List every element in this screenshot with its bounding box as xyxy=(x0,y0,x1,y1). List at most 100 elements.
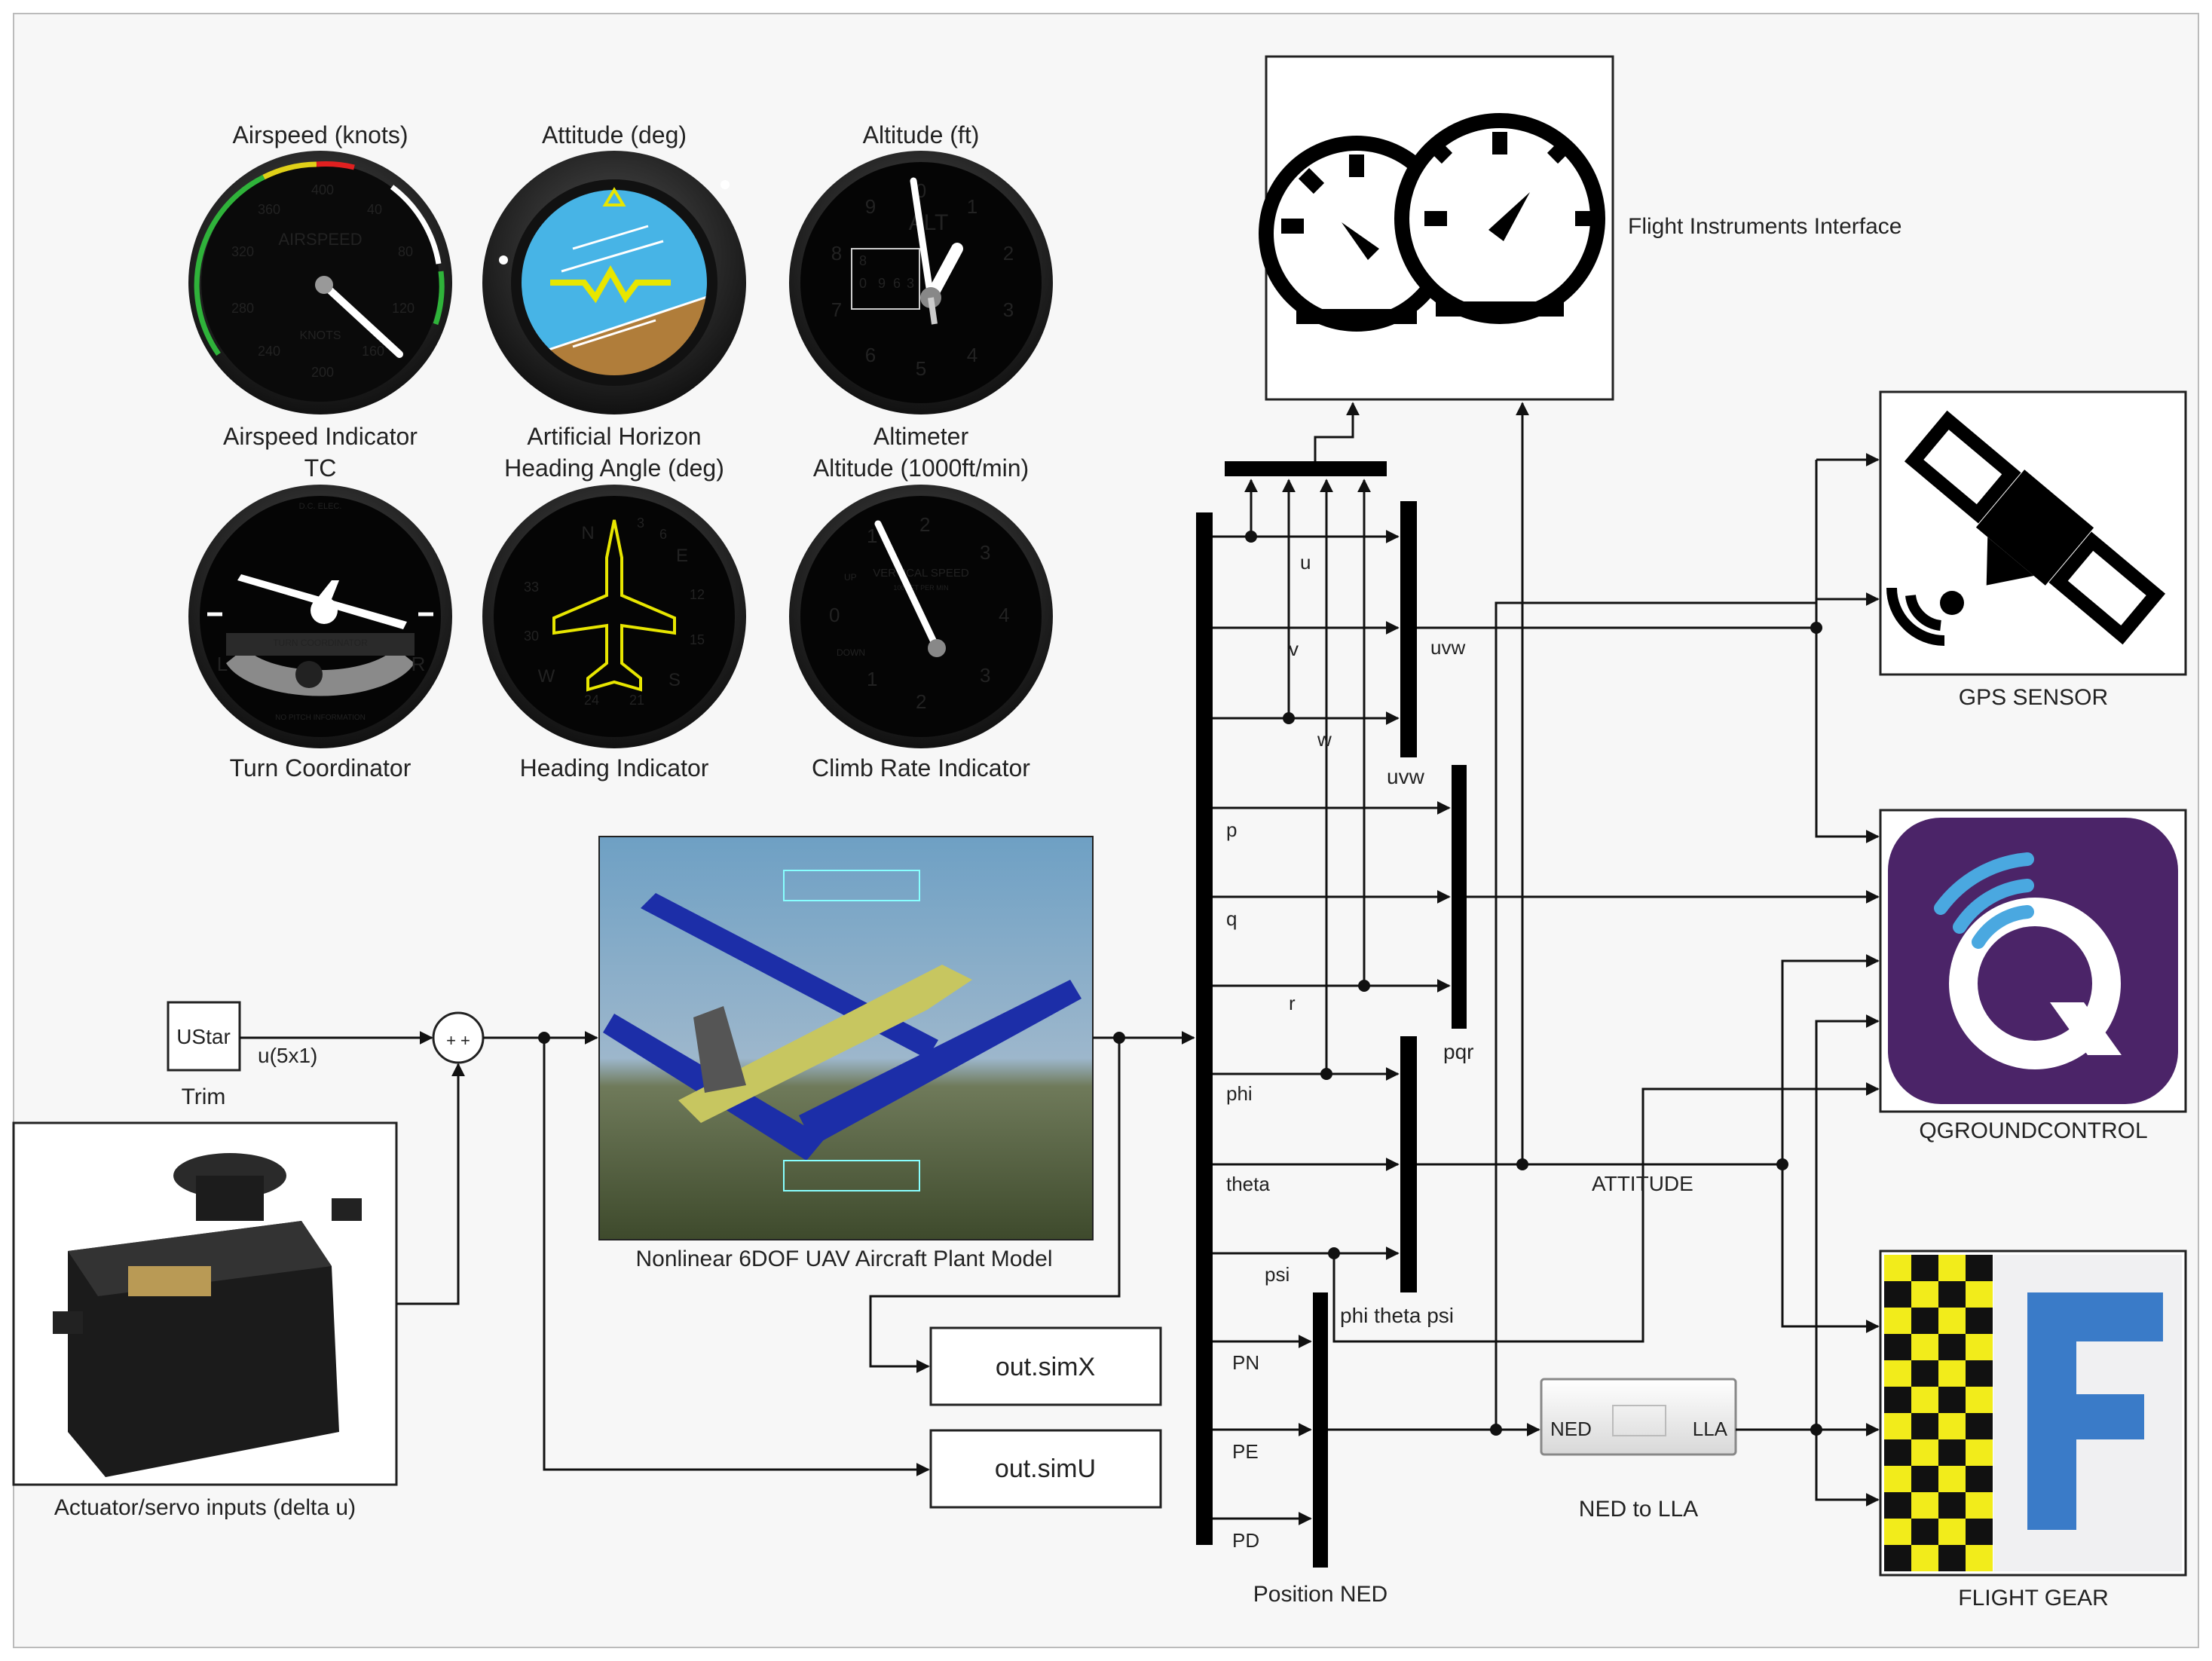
ned-port: NED xyxy=(1550,1418,1592,1440)
checker-square xyxy=(1966,1308,1993,1334)
checker-square xyxy=(1911,1281,1938,1308)
tc-top-text: D.C. ELEC. xyxy=(299,502,342,511)
checker-square xyxy=(1938,1413,1966,1439)
climb-tick: 4 xyxy=(999,604,1009,626)
altimeter-drum-digit: 8 xyxy=(859,253,867,268)
airspeed-face-text: AIRSPEED xyxy=(278,230,362,249)
heading-mark: E xyxy=(676,546,688,566)
flight-instruments-label: Flight Instruments Interface xyxy=(1628,214,1902,239)
signal-q: q xyxy=(1226,907,1237,930)
climb-rate-indicator[interactable]: Altitude (1000ft/min) VERTICAL SPEED 100… xyxy=(789,454,1053,782)
gps-label: GPS SENSOR xyxy=(1959,685,2108,710)
gps-sensor-block[interactable]: GPS SENSOR xyxy=(1879,390,2187,710)
flight-instruments-block[interactable]: Flight Instruments Interface xyxy=(1259,55,1902,401)
ustar-block[interactable]: UStar Trim xyxy=(167,1001,241,1109)
checker-square xyxy=(1938,1308,1966,1334)
altimeter[interactable]: Altitude (ft) ALT 1 2 3 4 5 6 7 8 9 0 8 … xyxy=(789,121,1053,450)
qgroundcontrol-block[interactable]: QGROUNDCONTROL xyxy=(1879,809,2187,1143)
wire-junctions xyxy=(538,531,1822,1436)
checker-square xyxy=(1884,1439,1911,1466)
heading-aircraft-icon xyxy=(552,519,676,692)
tc-right: R xyxy=(411,653,426,675)
altimeter-drum-digit: 9 xyxy=(878,276,886,291)
flightgear-label: FLIGHT GEAR xyxy=(1958,1586,2108,1611)
checker-square xyxy=(1911,1545,1938,1571)
tc-title: TC xyxy=(304,454,337,482)
checker-square xyxy=(1884,1466,1911,1492)
checker-square xyxy=(1938,1334,1966,1360)
heading-mark: 15 xyxy=(690,632,705,647)
plant-model-block[interactable]: Nonlinear 6DOF UAV Aircraft Plant Model xyxy=(598,836,1094,1271)
phithetapsi-mux-bar[interactable] xyxy=(1400,1036,1417,1292)
climb-tick: 1 xyxy=(867,525,877,547)
ned-to-lla-block[interactable]: NED LLA NED to LLA xyxy=(1540,1378,1737,1522)
heading-title: Heading Angle (deg) xyxy=(504,454,724,482)
turn-coordinator[interactable]: TC D.C. ELEC. TURN COORDINATOR L R NO PI… xyxy=(188,454,452,782)
heading-label: Heading Indicator xyxy=(520,754,709,782)
demux-bar[interactable] xyxy=(1196,512,1213,1545)
heading-mark: W xyxy=(538,666,555,687)
heading-mark: 24 xyxy=(584,693,599,708)
checker-square xyxy=(1966,1281,1993,1308)
ned-to-lla-label: NED to LLA xyxy=(1579,1497,1698,1522)
checker-square xyxy=(1966,1492,1993,1519)
signal-pqr: pqr xyxy=(1443,1040,1473,1063)
trim-label: Trim xyxy=(182,1084,226,1109)
checker-square xyxy=(1938,1545,1966,1571)
satellite-icon xyxy=(1886,410,2166,646)
checker-square xyxy=(1884,1281,1911,1308)
pqr-mux-bar[interactable] xyxy=(1452,765,1467,1029)
heading-indicator[interactable]: Heading Angle (deg) N 3 6 E 12 15 S 21 2… xyxy=(482,454,746,782)
altimeter-drum-digit: 3 xyxy=(907,276,914,291)
checker-square xyxy=(1966,1413,1993,1439)
signal-pn: PN xyxy=(1232,1351,1259,1374)
heading-mark: 30 xyxy=(524,629,539,644)
altitude-title: Altitude (ft) xyxy=(863,121,980,148)
tc-bottom-text: NO PITCH INFORMATION xyxy=(275,714,366,722)
climb-needle xyxy=(874,520,941,652)
attitude-label: Artificial Horizon xyxy=(527,423,701,450)
climb-up-text: UP xyxy=(844,572,857,583)
signal-w: w xyxy=(1317,728,1332,751)
artificial-horizon[interactable]: Attitude (deg) Artificial Horizon xyxy=(482,121,746,450)
checker-square xyxy=(1911,1387,1938,1413)
altimeter-tick: 8 xyxy=(831,242,842,265)
checker-square xyxy=(1966,1545,1993,1571)
checker-square xyxy=(1884,1334,1911,1360)
out-simu-block[interactable]: out.simU xyxy=(929,1429,1162,1509)
altimeter-long-needle xyxy=(910,177,935,301)
signal-theta: theta xyxy=(1226,1173,1270,1195)
checker-square xyxy=(1911,1466,1938,1492)
attitude-mux-bar[interactable] xyxy=(1225,461,1387,476)
checker-square xyxy=(1884,1360,1911,1387)
tc-mid-text: TURN COORDINATOR xyxy=(273,638,368,648)
climb-title: Altitude (1000ft/min) xyxy=(813,454,1029,482)
climb-tick: 1 xyxy=(867,668,877,690)
signal-uvw-out: uvw xyxy=(1387,765,1425,788)
checker-square xyxy=(1938,1519,1966,1545)
checker-square xyxy=(1966,1255,1993,1281)
flightgear-checker-icon xyxy=(1884,1255,1993,1571)
checker-square xyxy=(1911,1519,1938,1545)
altimeter-tick: 9 xyxy=(865,195,876,218)
signal-u: u xyxy=(1300,551,1311,574)
checker-square xyxy=(1938,1439,1966,1466)
altitude-label: Altimeter xyxy=(873,423,969,450)
uvw-mux-bar[interactable] xyxy=(1400,501,1417,757)
altimeter-drum-digit: 0 xyxy=(859,276,867,291)
sum-block[interactable]: + + xyxy=(432,1011,485,1064)
out-simx-block[interactable]: out.simX xyxy=(929,1326,1162,1406)
climb-down-text: DOWN xyxy=(837,647,865,658)
gauge-icon xyxy=(1259,113,1605,332)
position-ned-mux-bar[interactable] xyxy=(1313,1292,1328,1568)
climb-face-text: VERTICAL SPEED xyxy=(873,567,969,580)
airspeed-indicator[interactable]: Airspeed (knots) AIRSPEED KNOTS 400 40 8… xyxy=(188,121,452,450)
actuator-block[interactable]: Actuator/servo inputs (delta u) xyxy=(12,1121,398,1520)
flightgear-block[interactable]: FLIGHT GEAR xyxy=(1879,1250,2187,1611)
airspeed-tick: 320 xyxy=(231,244,254,259)
airspeed-tick: 400 xyxy=(311,182,334,197)
turn-label: Turn Coordinator xyxy=(230,754,411,782)
checker-square xyxy=(1938,1255,1966,1281)
signal-wires xyxy=(240,402,1880,1525)
